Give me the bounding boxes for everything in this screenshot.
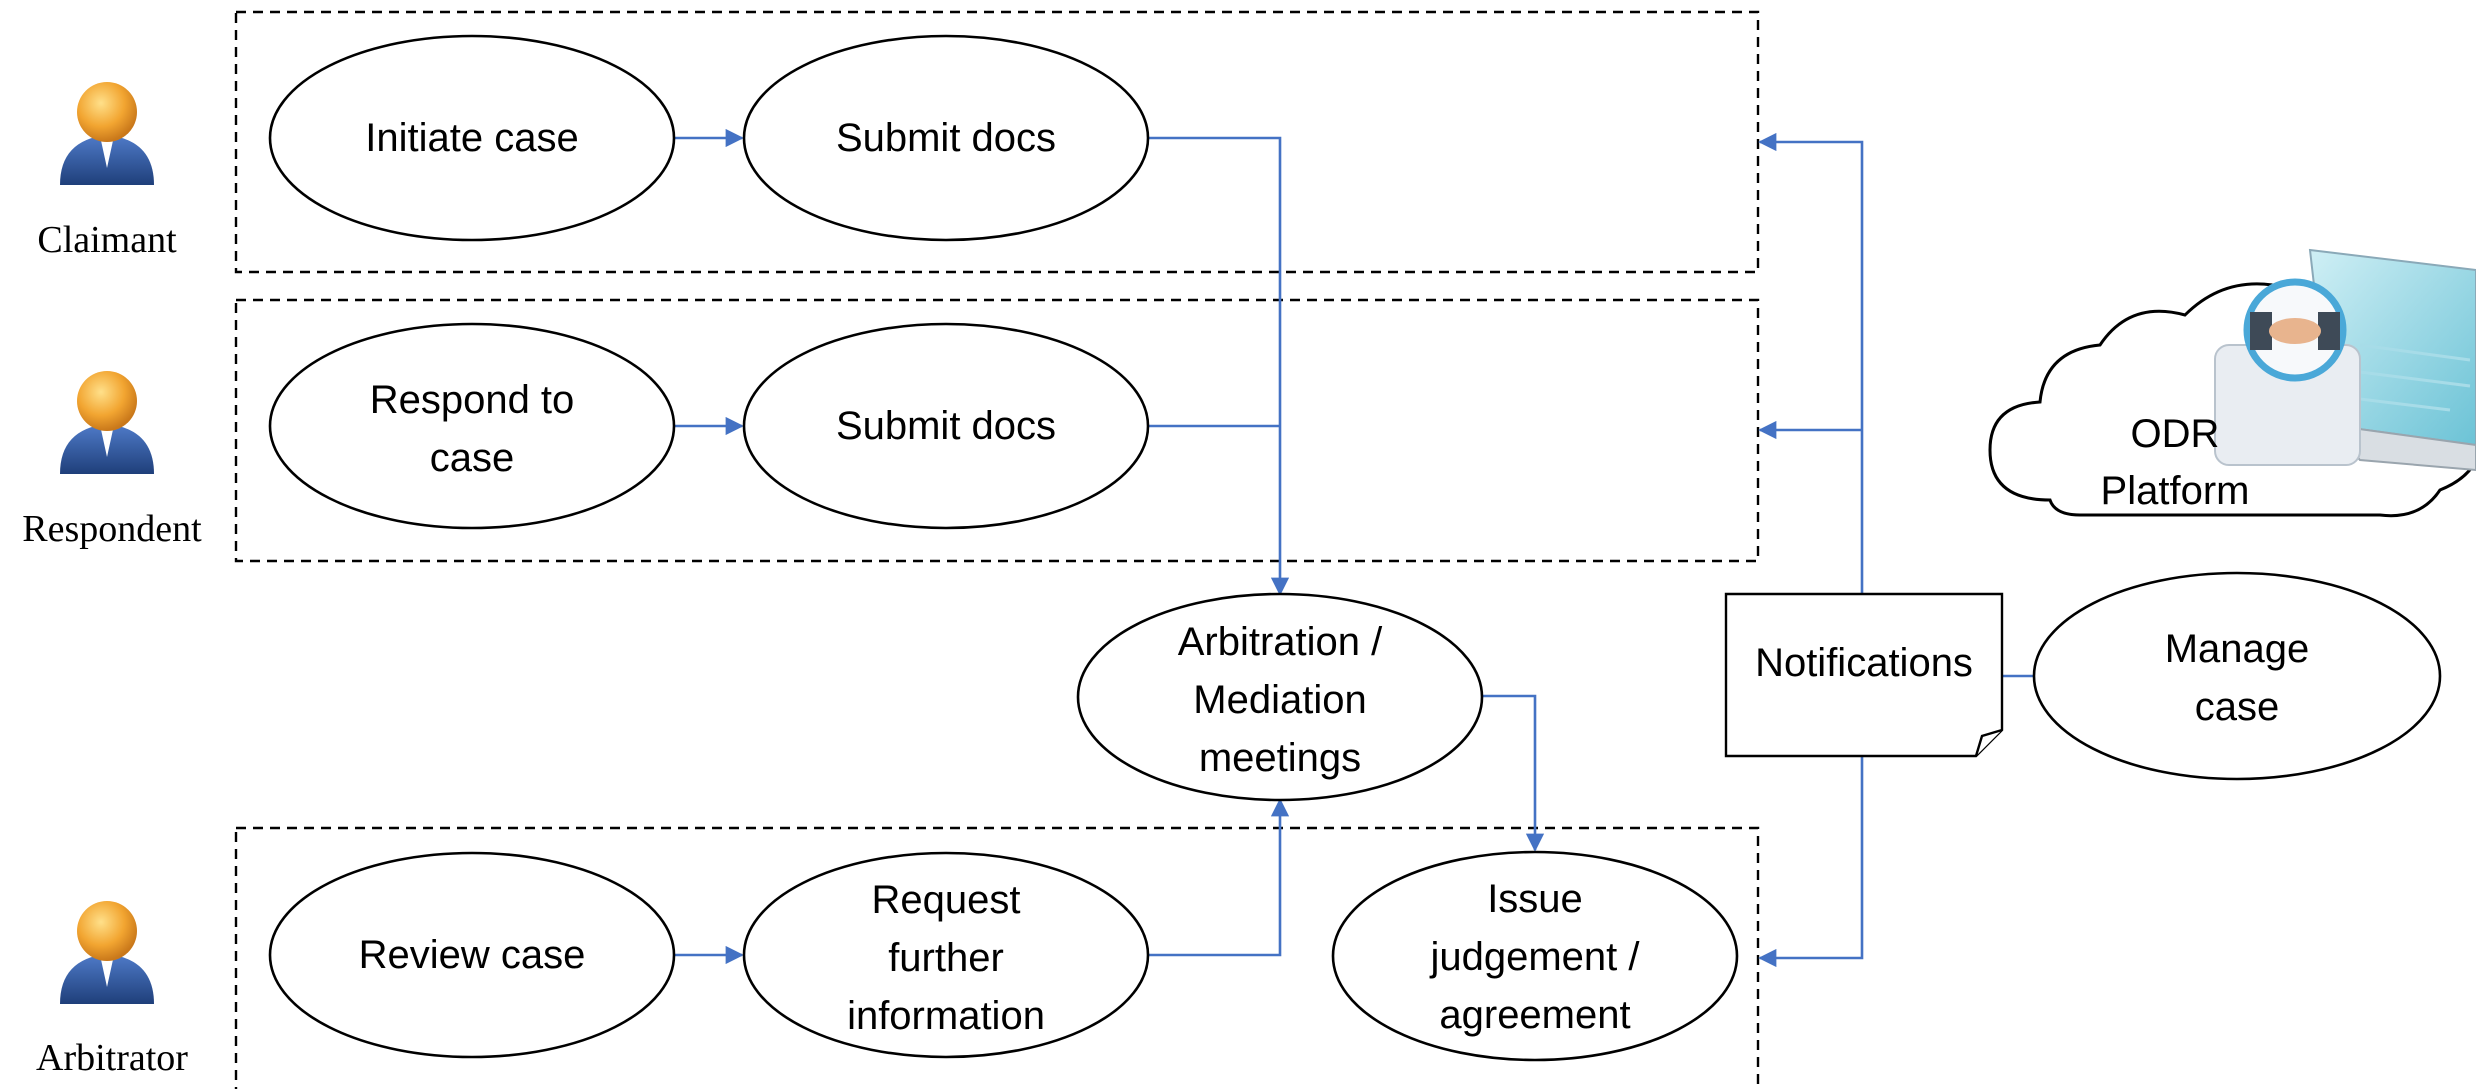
arbitrator-lane	[234, 826, 1760, 1089]
node-initiate-case-label: Initiate case	[365, 116, 578, 160]
node-review-case-label: Review case	[359, 933, 586, 977]
node-respondent-submit-docs-label: Submit docs	[836, 404, 1056, 448]
arbitrator-person-icon	[60, 901, 154, 1004]
connector-request-to-meetings	[1148, 798, 1290, 957]
node-claimant-submit-docs-label: Submit docs	[836, 116, 1056, 160]
respondent-person-icon	[60, 371, 154, 474]
connector-meetings-to-judgement	[1482, 694, 1545, 852]
claimant-lane	[234, 10, 1760, 274]
node-notifications: Notifications	[1724, 592, 2004, 758]
respondent-label: Respondent	[22, 508, 202, 550]
claimant-label: Claimant	[37, 219, 177, 261]
node-respondent-submit-docs: Submit docs	[742, 322, 1150, 530]
respondent-actor: Respondent	[22, 371, 202, 550]
arbitrator-actor: Arbitrator	[36, 901, 188, 1079]
connector-notifications-to-claimant	[1758, 132, 1864, 594]
claimant-actor: Claimant	[37, 82, 177, 261]
connector-notifications-to-arbitrator	[1758, 756, 1864, 968]
arbitrator-label: Arbitrator	[36, 1037, 188, 1079]
node-initiate-case: Initiate case	[268, 34, 676, 242]
node-notifications-label: Notifications	[1755, 641, 1973, 685]
respondent-lane	[234, 298, 1760, 563]
handshake-icon	[2214, 278, 2361, 466]
node-claimant-submit-docs: Submit docs	[742, 34, 1150, 242]
claimant-person-icon	[60, 82, 154, 185]
node-review-case: Review case	[268, 851, 676, 1059]
connectors	[674, 128, 2034, 968]
connector-claimant-docs-to-meetings	[1148, 136, 1290, 596]
